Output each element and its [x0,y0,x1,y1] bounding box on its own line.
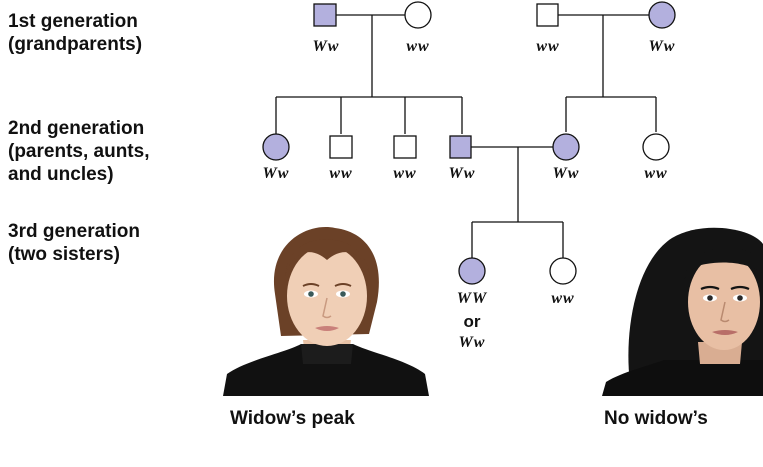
genotype-maternal-aunt: ww [644,165,668,182]
genotype-sister-1-option-1: WW [456,290,488,307]
first-generation-title: 1st generation [8,11,138,32]
maternal-aunt-unaffected-symbol [642,133,670,161]
genotype-grandmother-1: ww [406,38,430,55]
genotype-uncle-2: ww [393,165,417,182]
photo-no-widows-peak-sister [602,224,763,396]
caption-widows-peak: Widow’s peak [230,408,355,429]
mother-affected-symbol [552,133,580,161]
third-generation-subtitle: (two sisters) [8,244,120,265]
genotype-sister-1-option-2: Ww [458,334,486,351]
genotype-aunt: Ww [262,165,290,182]
first-generation-label: 1st generation (grandparents) [8,10,142,56]
grandmother-1-unaffected-symbol [404,1,432,29]
father-affected-symbol [449,135,472,159]
genotype-sister-2: ww [551,290,575,307]
second-generation-subtitle-2: and uncles) [8,164,114,185]
grandfather-2-unaffected-symbol [536,3,559,27]
third-generation-title: 3rd generation [8,221,140,242]
second-generation-label: 2nd generation (parents, aunts, and uncl… [8,117,149,186]
uncle-1-unaffected-symbol [329,135,353,159]
third-generation-label: 3rd generation (two sisters) [8,220,140,266]
grandfather-1-affected-symbol [313,3,337,27]
genotype-grandfather-1: Ww [312,38,340,55]
genotype-father: Ww [448,165,476,182]
widows-peak-portrait-image [217,224,433,396]
photo-widows-peak-sister [217,224,433,396]
sister-1-affected-symbol [458,257,486,285]
genotype-uncle-1: ww [329,165,353,182]
genotype-grandmother-2: Ww [648,38,676,55]
grandmother-2-affected-symbol [648,1,676,29]
second-generation-subtitle-1: (parents, aunts, [8,141,150,162]
pedigree-lines [275,14,657,258]
aunt-affected-symbol [262,133,290,161]
sister-2-unaffected-symbol [549,257,577,285]
genotype-grandfather-2: ww [536,38,560,55]
no-widows-peak-portrait-image [602,224,763,396]
genotype-or-label: or [463,312,481,331]
genotype-mother: Ww [552,165,580,182]
uncle-2-unaffected-symbol [393,135,417,159]
first-generation-subtitle: (grandparents) [8,34,143,55]
second-generation-title: 2nd generation [8,118,145,139]
caption-no-widows-peak: No widow’s [604,408,708,429]
